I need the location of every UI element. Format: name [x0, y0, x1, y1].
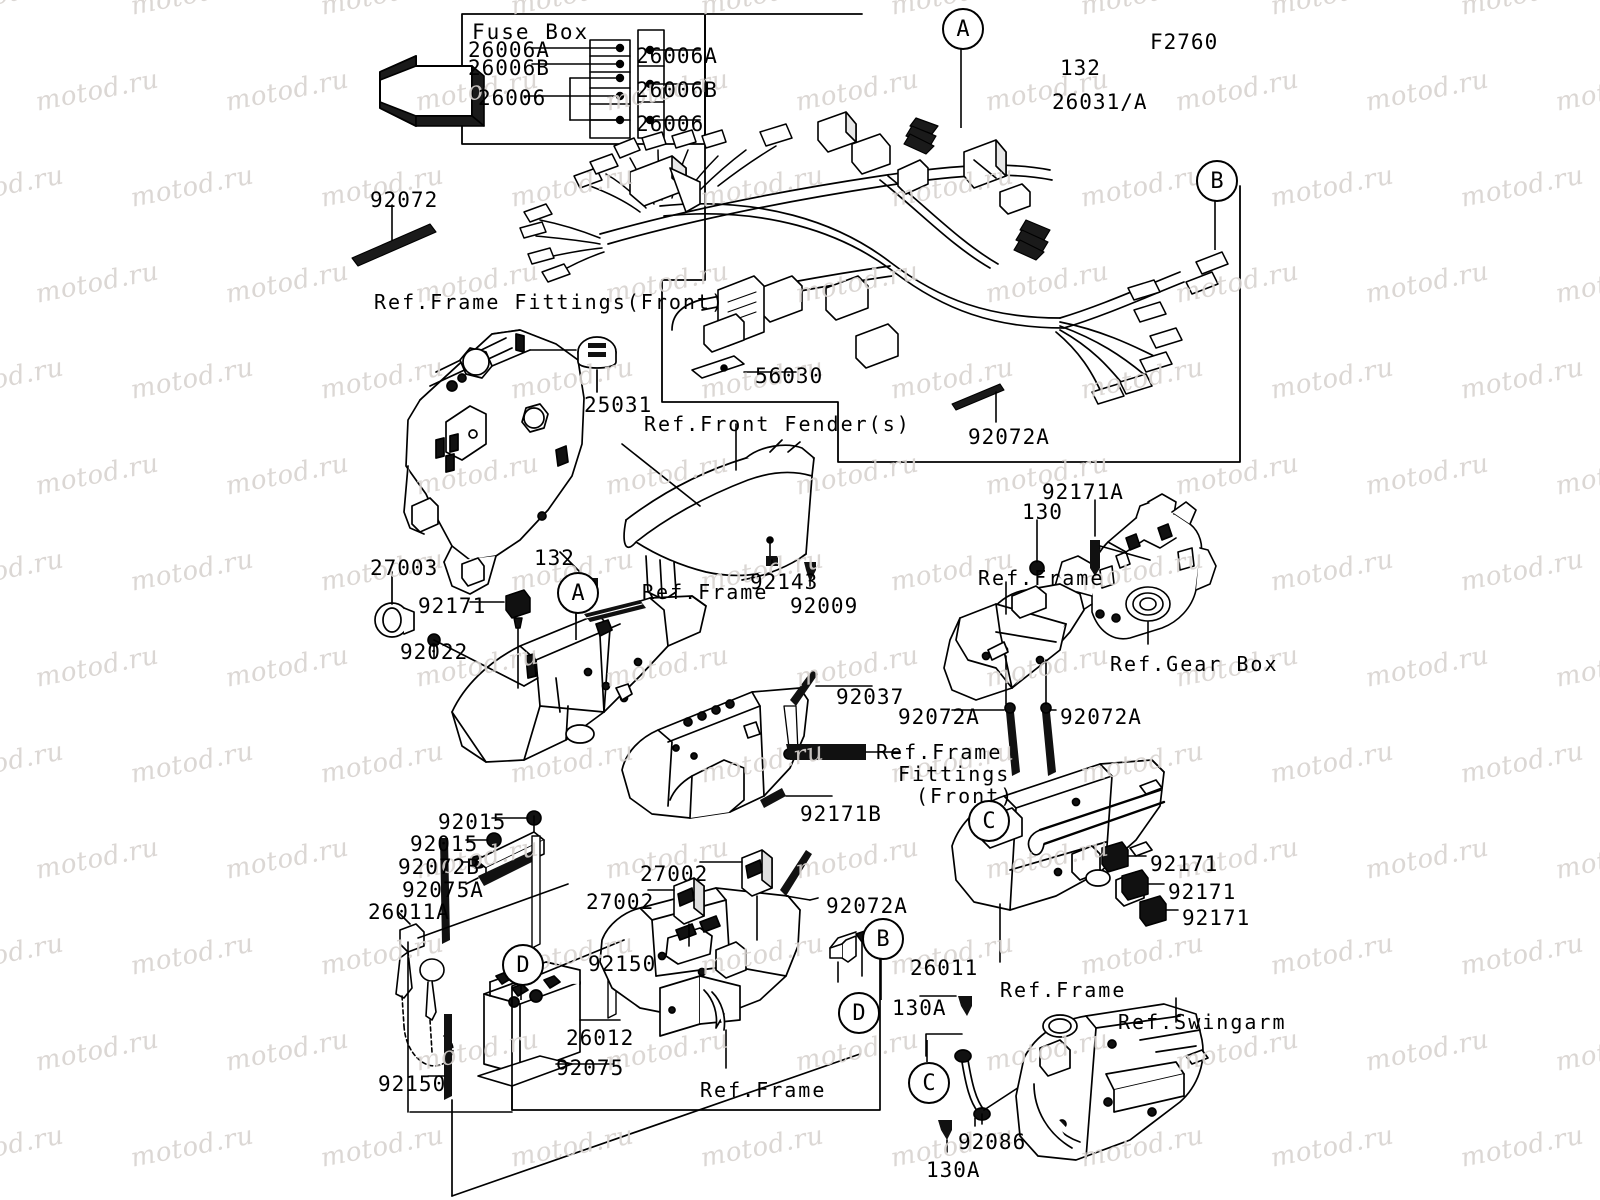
part-number-92075a: 92075A	[402, 878, 484, 902]
circle-marker-a: A	[942, 8, 984, 50]
reference-label: Ref.Front Fender(s)	[644, 412, 911, 436]
reference-label: Ref.Swingarm	[1118, 1010, 1287, 1034]
part-number-26031/a: 26031/A	[1052, 90, 1148, 114]
part-number-92015: 92015	[438, 810, 507, 834]
fuse-left-label-2: 26006	[478, 86, 547, 110]
fuse-left-label-1: 26006B	[468, 56, 550, 80]
part-number-92143: 92143	[750, 570, 819, 594]
part-number-92072a: 92072A	[1060, 705, 1142, 729]
reference-label: Fittings	[898, 762, 1011, 786]
reference-label: Ref.Frame	[978, 566, 1105, 590]
part-number-26011a: 26011A	[368, 900, 450, 924]
part-number-92171: 92171	[1150, 852, 1219, 876]
fuse-right-label-0: 26006A	[636, 44, 718, 68]
diagram-code: F2760	[1150, 30, 1219, 54]
part-number-92072: 92072	[370, 188, 439, 212]
part-number-130: 130	[1022, 500, 1063, 524]
part-number-92171b: 92171B	[800, 802, 882, 826]
circle-marker-d: D	[838, 992, 880, 1034]
part-number-25031: 25031	[584, 393, 653, 417]
part-number-92072a: 92072A	[826, 894, 908, 918]
part-number-92072b: 92072B	[398, 855, 480, 879]
part-number-26012: 26012	[566, 1026, 635, 1050]
part-number-92086: 92086	[958, 1130, 1027, 1154]
fuse-right-label-1: 26006B	[636, 78, 718, 102]
fuse-left-label-0: 26006A	[468, 38, 550, 62]
part-number-27002: 27002	[586, 890, 655, 914]
reference-label: Ref.Frame	[876, 740, 1003, 764]
part-number-92015: 92015	[410, 832, 479, 856]
part-number-130a: 130A	[892, 996, 947, 1020]
circle-marker-d: D	[502, 944, 544, 986]
part-number-92171: 92171	[418, 594, 487, 618]
reference-label: Ref.Frame	[1000, 978, 1127, 1002]
part-number-132: 132	[1060, 56, 1101, 80]
circle-marker-c: C	[908, 1062, 950, 1104]
circle-marker-b: B	[1196, 160, 1238, 202]
part-number-92022: 92022	[400, 640, 469, 664]
part-number-92171a: 92171A	[1042, 480, 1124, 504]
part-number-26011: 26011	[910, 956, 979, 980]
fuse-right-label-2: 26006	[636, 112, 705, 136]
reference-label: Ref.Frame Fittings(Front)	[374, 290, 726, 314]
part-number-92072a: 92072A	[968, 425, 1050, 449]
part-number-92072a: 92072A	[898, 705, 980, 729]
part-number-27002: 27002	[640, 862, 709, 886]
circle-marker-a: A	[557, 572, 599, 614]
circle-marker-c: C	[968, 800, 1010, 842]
reference-label: Ref.Gear Box	[1110, 652, 1279, 676]
reference-label: Ref.Frame	[642, 580, 769, 604]
part-number-130a: 130A	[926, 1158, 981, 1182]
part-number-92037: 92037	[836, 685, 905, 709]
part-number-27003: 27003	[370, 556, 439, 580]
part-number-92075: 92075	[556, 1056, 625, 1080]
reference-label: Ref.Frame	[700, 1078, 827, 1102]
circle-marker-b: B	[862, 918, 904, 960]
part-number-92009: 92009	[790, 594, 859, 618]
part-number-56030: 56030	[755, 364, 824, 388]
part-number-92150: 92150	[588, 952, 657, 976]
part-number-92171: 92171	[1168, 880, 1237, 904]
part-number-92171: 92171	[1182, 906, 1251, 930]
part-number-92150: 92150	[378, 1072, 447, 1096]
fuse-box-title: Fuse Box	[472, 20, 590, 44]
part-number-132: 132	[534, 546, 575, 570]
